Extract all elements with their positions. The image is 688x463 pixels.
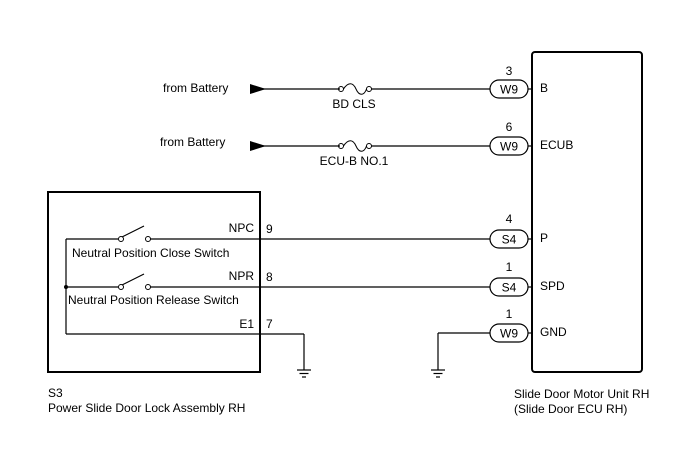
terminal-label: P [540,231,548,245]
switch-contact [118,284,124,290]
pin-number: 4 [506,212,513,226]
lock-name: Power Slide Door Lock Assembly RH [48,401,245,415]
battery-circuit-1: from Battery BD CLS 3 W9 B [163,64,548,111]
npr-circuit: Neutral Position Release Switch NPR 8 1 … [66,260,565,307]
fuse-icon [343,140,367,152]
lock-code: S3 [48,386,63,400]
npc-circuit: Neutral Position Close Switch NPC 9 4 S4… [66,212,548,260]
pin-number: 1 [506,260,513,274]
lock-assembly-box [47,191,261,373]
switch-contact [145,236,151,242]
e1-ground-circuit: E1 7 [66,317,311,378]
switch-contact [118,236,124,242]
ecu-box [531,51,643,373]
connector-label: S4 [502,233,517,247]
source-label-1: from Battery [163,81,228,95]
connector-label: W9 [500,327,518,341]
lock-terminal-label: NPC [229,221,255,235]
ecu-ground-circuit: 1 W9 GND [431,307,567,378]
fuse-terminal [366,86,372,92]
connector-label: S4 [502,281,517,295]
fuse-label-1: BD CLS [332,97,375,111]
fuse-label-2: ECU-B NO.1 [320,154,389,168]
ecu-subname: (Slide Door ECU RH) [514,402,627,416]
connector-label: W9 [500,83,518,97]
fuse-terminal [366,143,372,149]
connector-label: W9 [500,140,518,154]
ground-icon [431,369,445,378]
switch-contact [145,284,151,290]
switch-label: Neutral Position Close Switch [72,246,229,260]
terminal-label: GND [540,325,567,339]
fuse-icon [343,83,367,95]
arrow-right-icon [250,141,266,151]
lock-terminal-label: NPR [229,269,255,283]
battery-circuit-2: from Battery ECU-B NO.1 6 W9 ECUB [160,120,573,168]
lock-pin-number: 7 [266,317,273,331]
terminal-label: SPD [540,279,565,293]
lock-pin-number: 8 [266,270,273,284]
lock-terminal-label: E1 [239,317,254,331]
pin-number: 1 [506,307,513,321]
ecu-name: Slide Door Motor Unit RH [514,387,649,401]
switch-blade [121,225,145,238]
switch-label: Neutral Position Release Switch [68,293,239,307]
source-label-2: from Battery [160,135,225,149]
ground-icon [297,369,311,378]
pin-number: 6 [506,120,513,134]
pin-number: 3 [506,64,513,78]
terminal-label: ECUB [540,138,573,152]
terminal-label: B [540,81,548,95]
arrow-right-icon [250,84,266,94]
switch-blade [121,273,145,286]
lock-pin-number: 9 [266,222,273,236]
